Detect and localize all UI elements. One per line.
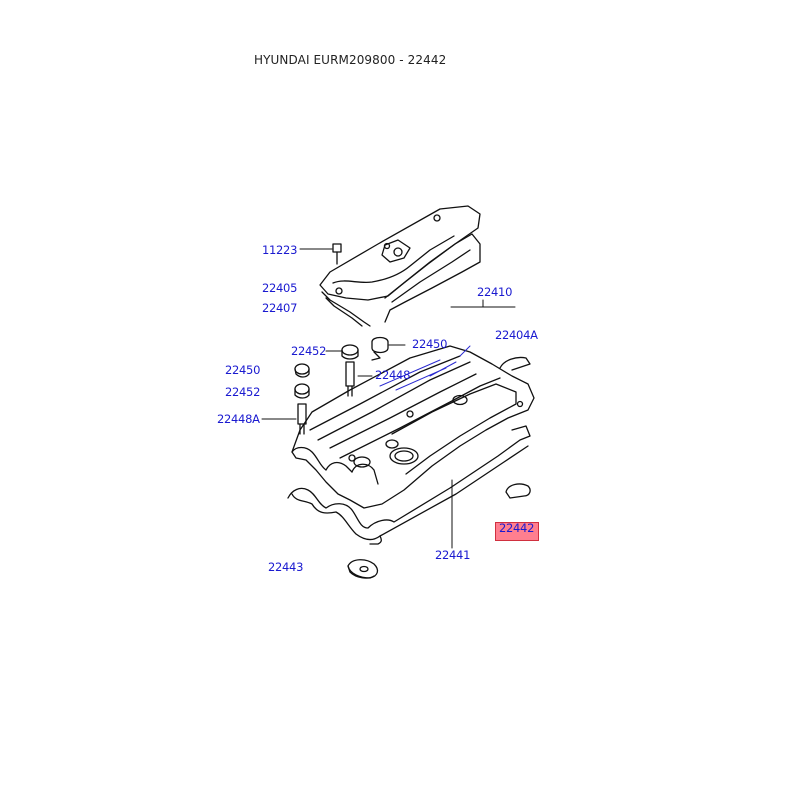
part-label-22452-center[interactable]: 22452 bbox=[291, 344, 327, 358]
part-label-22448[interactable]: 22448 bbox=[375, 368, 411, 382]
part-label-22442[interactable]: 22442 bbox=[499, 521, 535, 535]
part-label-22407[interactable]: 22407 bbox=[262, 301, 298, 315]
half-moon-seal bbox=[505, 483, 531, 499]
part-label-22450-right[interactable]: 22450 bbox=[412, 337, 448, 351]
part-label-22448a[interactable]: 22448A bbox=[217, 412, 260, 426]
diagram-title: HYUNDAI EURM209800 - 22442 bbox=[254, 53, 447, 67]
part-label-22443[interactable]: 22443 bbox=[268, 560, 304, 574]
part-label-22404a[interactable]: 22404A bbox=[495, 328, 538, 342]
highlight-box bbox=[495, 522, 539, 541]
part-label-11223[interactable]: 11223 bbox=[262, 243, 298, 257]
part-label-22450-left[interactable]: 22450 bbox=[225, 363, 261, 377]
valve-cover-outline bbox=[291, 345, 535, 509]
part-label-22410[interactable]: 22410 bbox=[477, 285, 513, 299]
gasket-outline bbox=[287, 425, 531, 529]
part-label-22441[interactable]: 22441 bbox=[435, 548, 471, 562]
part-label-22452-left[interactable]: 22452 bbox=[225, 385, 261, 399]
part-label-22405[interactable]: 22405 bbox=[262, 281, 298, 295]
